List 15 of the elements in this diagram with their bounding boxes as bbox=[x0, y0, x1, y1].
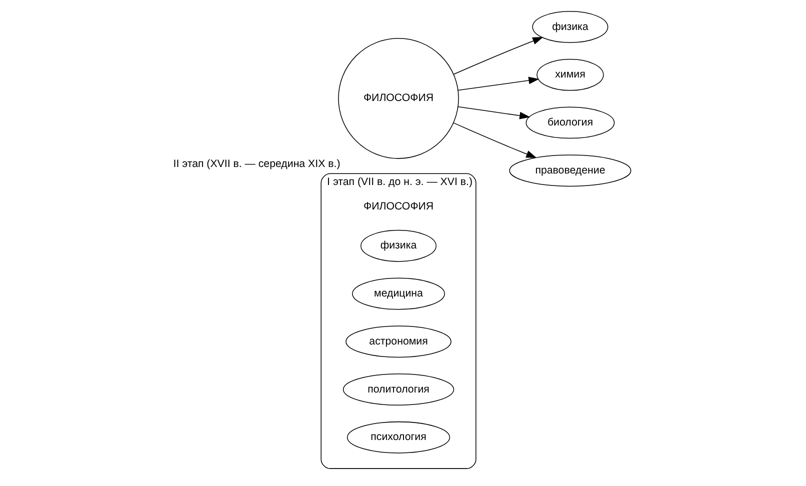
node-ellipse: химия bbox=[536, 58, 604, 91]
node-ellipse: физика bbox=[360, 230, 436, 262]
node-ellipse: биология bbox=[526, 106, 615, 139]
node-ellipse: физика bbox=[532, 10, 608, 43]
node-ellipse: правоведение bbox=[509, 154, 632, 187]
arrow bbox=[453, 122, 537, 158]
node-circle: ФИЛОСОФИЯ bbox=[338, 38, 459, 159]
arrow bbox=[458, 76, 540, 91]
node-ellipse: психология bbox=[346, 421, 450, 454]
node-ellipse: астрономия bbox=[346, 326, 452, 358]
node-label: II этап (XVII в. — середина XIX в.) bbox=[173, 158, 340, 170]
node-ellipse: политология bbox=[342, 374, 454, 406]
node-ellipse: медицина bbox=[352, 278, 445, 310]
arrow bbox=[453, 37, 544, 75]
arrow bbox=[458, 106, 530, 120]
